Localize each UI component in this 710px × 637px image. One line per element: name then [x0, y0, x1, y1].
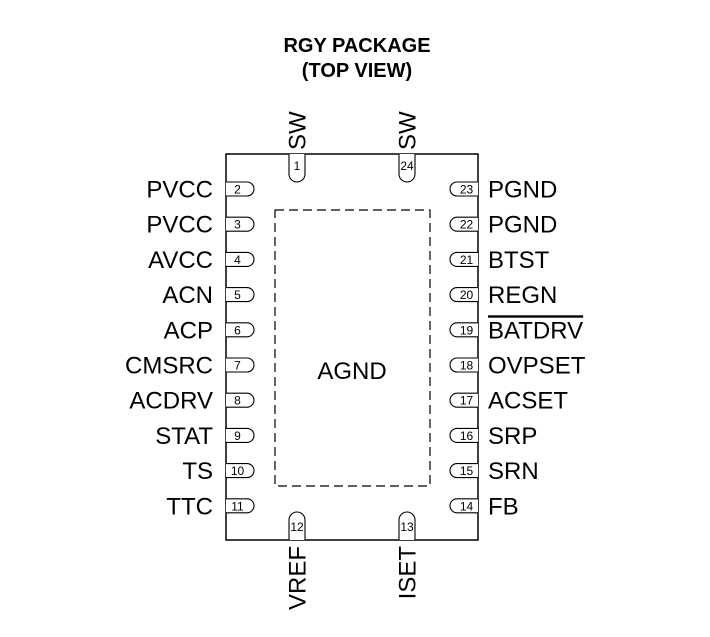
pin-name-14: FB [488, 493, 519, 520]
pin-pad-10 [226, 463, 255, 479]
pin-pad-20 [449, 287, 478, 303]
pin-pad-21 [449, 251, 478, 267]
pin-pad-22 [449, 216, 478, 232]
pin-pad-13 [398, 511, 416, 540]
pin-pad-4 [226, 251, 255, 267]
pin-name-5: ACN [162, 282, 213, 309]
pin-name-12: VREF [285, 546, 312, 610]
exposed-thermal-pad [274, 209, 431, 487]
pin-pad-24 [398, 154, 416, 183]
pin-name-7: CMSRC [125, 353, 213, 380]
pin-pad-9 [226, 427, 255, 443]
pin-pad-8 [226, 392, 255, 408]
pin-pad-2 [226, 181, 255, 197]
pin-number-15: 15 [460, 464, 474, 478]
pin-pad-3 [226, 216, 255, 232]
pin-number-20: 20 [460, 288, 474, 302]
package-subtitle: (TOP VIEW) [302, 60, 412, 82]
pin-number-6: 6 [234, 323, 241, 337]
pin-number-14: 14 [460, 499, 474, 513]
pin-pad-19 [449, 322, 478, 338]
pin-number-5: 5 [234, 288, 241, 302]
pin-name-1: SW [285, 111, 312, 150]
pin-number-13: 13 [400, 520, 414, 534]
package-title: RGY PACKAGE [283, 35, 430, 57]
pin-pad-23 [449, 181, 478, 197]
pin-name-11: TTC [166, 493, 213, 520]
pin-name-4: AVCC [148, 247, 213, 274]
pin-pad-1 [288, 154, 306, 183]
pin-name-21: BTST [488, 247, 550, 274]
pin-name-23: PGND [488, 177, 557, 204]
thermal-pad-label: AGND [317, 358, 386, 385]
pin-number-22: 22 [460, 218, 474, 232]
pin-number-19: 19 [460, 323, 474, 337]
pin-name-3: PVCC [146, 212, 213, 239]
package-body [225, 153, 479, 541]
pin-name-10: TS [182, 458, 213, 485]
pin-pad-7 [226, 357, 255, 373]
pin-number-7: 7 [234, 359, 241, 373]
pin-number-23: 23 [460, 183, 474, 197]
pins-group: 2PVCC3PVCC4AVCC5ACN6ACP7CMSRC8ACDRV9STAT… [125, 111, 586, 610]
pin-name-9: STAT [155, 423, 213, 450]
pin-pad-6 [226, 322, 255, 338]
pin-number-8: 8 [234, 394, 241, 408]
pin-number-3: 3 [234, 218, 241, 232]
pin-name-19: BATDRV [488, 317, 583, 344]
pin-number-18: 18 [460, 359, 474, 373]
pin-number-4: 4 [234, 253, 241, 267]
pin-name-24: SW [395, 111, 422, 150]
pin-name-17: ACSET [488, 388, 568, 415]
pin-number-10: 10 [231, 464, 245, 478]
pin-number-21: 21 [460, 253, 474, 267]
pin-pad-5 [226, 287, 255, 303]
pin-number-12: 12 [290, 520, 304, 534]
pin-name-2: PVCC [146, 177, 213, 204]
pin-number-17: 17 [460, 394, 474, 408]
pin-name-18: OVPSET [488, 353, 586, 380]
pin-pad-18 [449, 357, 478, 373]
pin-name-22: PGND [488, 212, 557, 239]
pin-name-15: SRN [488, 458, 539, 485]
pin-pad-11 [226, 498, 255, 514]
pin-name-13: ISET [395, 546, 422, 600]
pin-pad-14 [449, 498, 478, 514]
pin-number-11: 11 [231, 499, 244, 513]
pin-pad-12 [288, 511, 306, 540]
pin-number-2: 2 [234, 183, 241, 197]
pin-number-24: 24 [400, 159, 414, 173]
pin-name-20: REGN [488, 282, 557, 309]
pin-name-8: ACDRV [129, 388, 213, 415]
pin-pad-15 [449, 463, 478, 479]
pin-name-16: SRP [488, 423, 537, 450]
pin-pad-17 [449, 392, 478, 408]
pin-pad-16 [449, 427, 478, 443]
pin-number-16: 16 [460, 429, 474, 443]
pin-number-9: 9 [234, 429, 241, 443]
pin-number-1: 1 [294, 159, 301, 173]
pin-name-6: ACP [164, 317, 213, 344]
